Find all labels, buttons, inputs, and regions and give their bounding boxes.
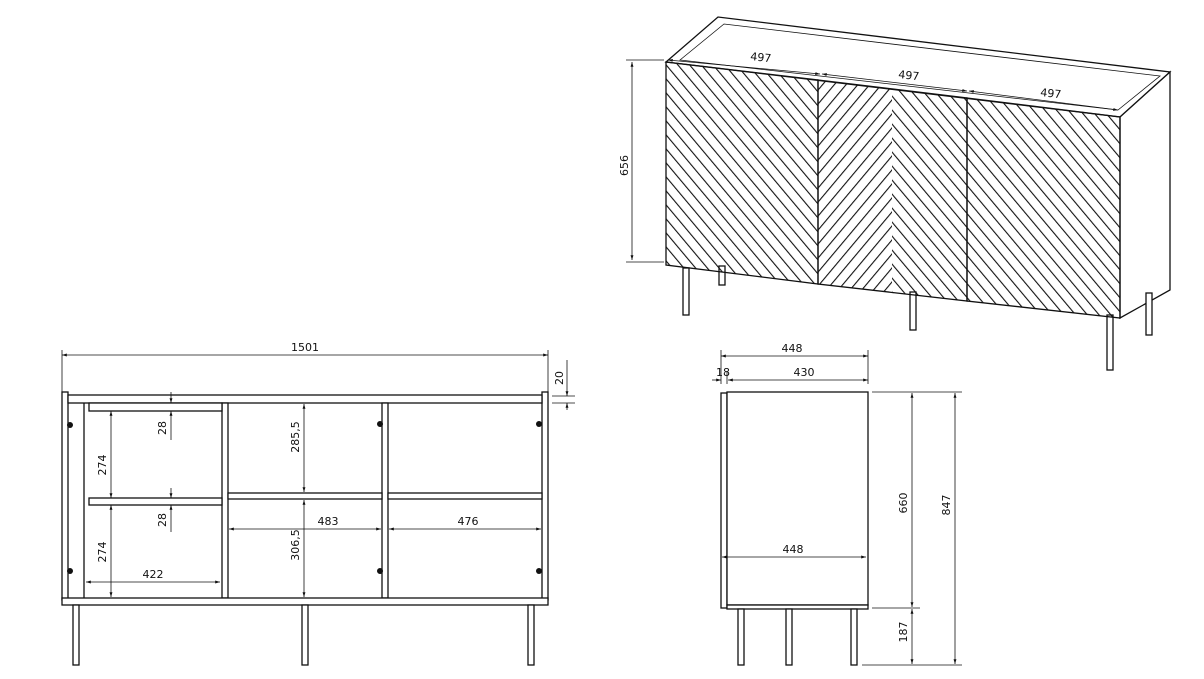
door-middle-right-half	[892, 89, 967, 301]
door-right	[966, 97, 1121, 319]
hinge-icon	[377, 421, 383, 427]
dimension-label: 847	[940, 495, 953, 516]
door-edge	[720, 392, 728, 609]
dimension-label: 422	[143, 568, 164, 581]
top-thickness-label: 20	[553, 371, 566, 385]
leg	[737, 608, 745, 666]
dimension-label: 274	[96, 455, 109, 476]
dimension-label: 18	[716, 366, 730, 379]
dimension-label: 430	[794, 366, 815, 379]
hinge-icon	[67, 422, 73, 428]
shelf	[88, 497, 223, 506]
dimension-label: 483	[318, 515, 339, 528]
dimension-label: 448	[783, 543, 804, 556]
leg	[301, 604, 309, 666]
height-label: 656	[618, 155, 631, 176]
leg	[909, 291, 917, 331]
leg	[527, 604, 535, 666]
leg	[850, 608, 858, 666]
bottom-board	[61, 597, 549, 606]
left-side-panel	[61, 391, 69, 601]
leg	[785, 608, 793, 666]
dimension-line	[667, 59, 821, 75]
divider	[221, 402, 229, 599]
door-middle-left-half	[818, 80, 892, 293]
leg	[1145, 292, 1153, 336]
side-panel	[726, 391, 869, 606]
dimension-label: 660	[897, 493, 910, 514]
side-view: 448 430 18 448 660 187 847	[712, 342, 962, 666]
dimension-label: 306,5	[289, 529, 302, 561]
dimension-label: 28	[156, 421, 169, 435]
door-left	[665, 61, 819, 285]
dimension-line	[968, 90, 1119, 111]
hinge-icon	[536, 568, 542, 574]
front-view: 1501 20 28 274	[61, 341, 575, 666]
dimension-label: 274	[96, 542, 109, 563]
door-width-label: 497	[750, 50, 772, 65]
hinge-icon	[536, 421, 542, 427]
leg	[72, 604, 80, 666]
dimension-line	[821, 73, 968, 92]
shelf	[387, 492, 543, 500]
hinge-icon	[377, 568, 383, 574]
dimension-label: 187	[897, 622, 910, 643]
leg	[1106, 314, 1114, 371]
door-width-label: 497	[1040, 86, 1062, 101]
hinges	[67, 421, 542, 574]
hinge-icon	[67, 568, 73, 574]
perspective-view: 497 497 497 656	[618, 16, 1172, 371]
bottom-board	[726, 604, 869, 610]
dimension-label: 285,5	[289, 421, 302, 453]
top-board	[67, 394, 543, 404]
divider	[381, 402, 389, 599]
total-width-label: 1501	[291, 341, 319, 354]
leg	[682, 267, 690, 316]
door-width-label: 497	[898, 68, 920, 83]
dimension-label: 448	[782, 342, 803, 355]
dimension-label: 28	[156, 513, 169, 527]
shelf	[88, 402, 223, 412]
dimension-label: 476	[458, 515, 479, 528]
right-side-panel	[541, 391, 549, 601]
shelf	[227, 492, 383, 500]
